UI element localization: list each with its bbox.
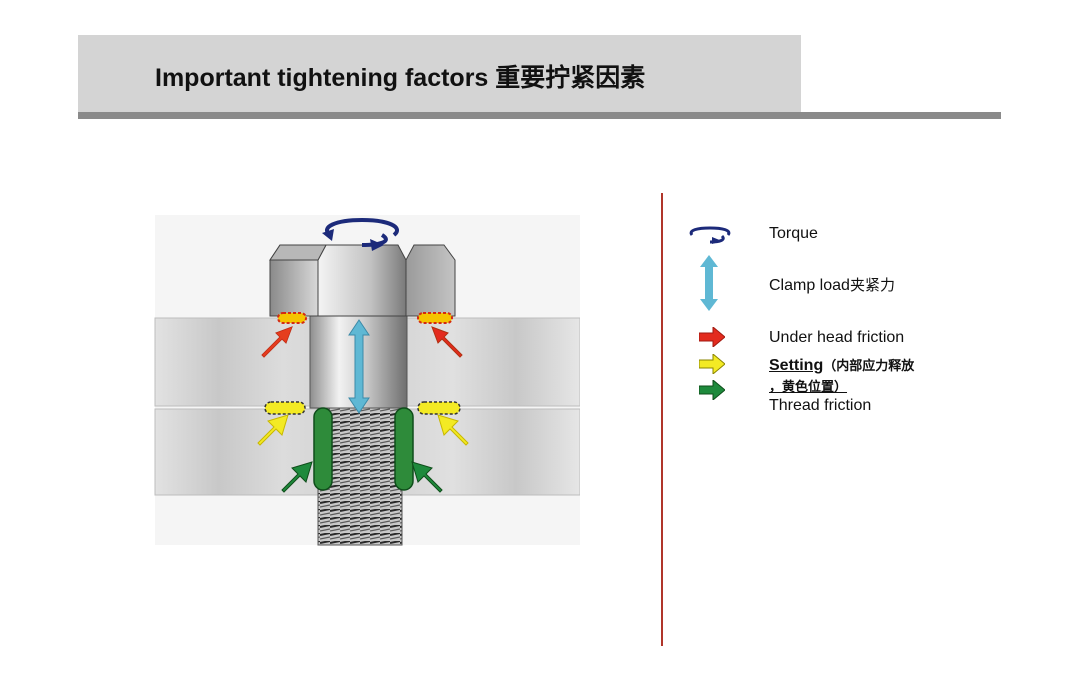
clamp-load-arrow-icon — [700, 255, 718, 311]
page-title: Important tightening factors 重要拧紧因素 — [155, 64, 646, 92]
setting-zone — [264, 401, 461, 415]
bolt-head — [269, 244, 456, 317]
torque-rotation-icon — [322, 217, 399, 251]
clamp-load-arrow-icon — [348, 319, 370, 414]
thread-friction-arrows — [281, 461, 443, 493]
bolt-joint-diagram — [154, 215, 580, 546]
legend-torque-label: Torque — [769, 225, 818, 242]
thread-friction-zone — [313, 407, 414, 491]
legend-setting-en: Setting — [769, 357, 824, 374]
legend-under-head-label: Under head friction — [769, 329, 905, 346]
red-arrow-icon — [699, 327, 725, 347]
legend-setting-label: Setting（内部应力释放 — [769, 355, 914, 375]
torque-rotation-icon — [689, 226, 731, 244]
title-bar — [78, 35, 801, 112]
legend-thread-label: Thread friction — [769, 397, 872, 414]
legend-clamp-load-label: Clamp load夹紧力 — [769, 274, 895, 295]
green-arrow-icon — [699, 380, 725, 400]
yellow-arrow-icon — [699, 354, 725, 374]
under-head-friction-zone — [277, 312, 453, 324]
legend-setting-cn-2: ，黄色位置） — [769, 380, 848, 395]
legend-clamp-load-cn: 夹紧力 — [849, 276, 895, 294]
legend-clamp-load-en: Clamp load — [769, 277, 850, 294]
section-divider — [661, 193, 663, 646]
title-underline — [78, 112, 1001, 119]
legend-setting-cn-1: （内部应力释放 — [823, 359, 915, 374]
setting-arrows — [257, 414, 469, 446]
under-head-friction-arrows — [261, 326, 463, 358]
